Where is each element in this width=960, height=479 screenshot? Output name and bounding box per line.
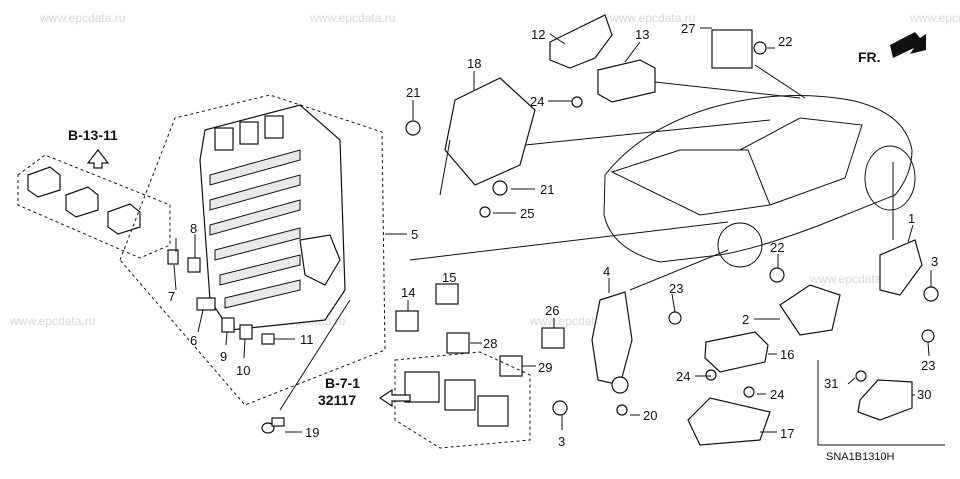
callout-2[interactable]: 2 bbox=[742, 312, 749, 327]
callout-22-upper[interactable]: 22 bbox=[778, 34, 792, 49]
callout-21-lower[interactable]: 21 bbox=[540, 182, 554, 197]
callout-1[interactable]: 1 bbox=[908, 211, 915, 226]
direction-label: FR. bbox=[858, 49, 881, 65]
watermark-text: www.epcdata.ru bbox=[9, 314, 95, 328]
callout-21-upper[interactable]: 21 bbox=[406, 85, 420, 100]
callout-6[interactable]: 6 bbox=[190, 333, 197, 348]
callout-8[interactable]: 8 bbox=[190, 221, 197, 236]
relay-set-upper: B-13-11 bbox=[17, 127, 171, 259]
bracket-12 bbox=[549, 14, 613, 69]
vehicle-body bbox=[409, 64, 916, 268]
reference-32117[interactable]: 32117 bbox=[318, 392, 356, 408]
callout-9[interactable]: 9 bbox=[220, 349, 227, 364]
watermark-text: www.epcdata.ru bbox=[909, 11, 960, 25]
callout-31[interactable]: 31 bbox=[824, 376, 838, 391]
watermark-text: www.epcdata.ru bbox=[309, 11, 395, 25]
watermark-text: www.epcdata.ru bbox=[809, 272, 895, 286]
callout-27[interactable]: 27 bbox=[681, 21, 695, 36]
watermark-text: www.epcdata.ru bbox=[39, 11, 125, 25]
callout-11[interactable]: 11 bbox=[300, 332, 314, 347]
sensor-1 bbox=[879, 162, 923, 296]
fasteners-lower bbox=[552, 267, 785, 416]
callout-15[interactable]: 15 bbox=[442, 270, 456, 285]
relays bbox=[395, 283, 565, 377]
unit-16 bbox=[704, 331, 769, 373]
fuse-relay-box bbox=[119, 94, 407, 434]
callout-3-right[interactable]: 3 bbox=[931, 254, 938, 269]
callout-25[interactable]: 25 bbox=[520, 206, 534, 221]
callout-18[interactable]: 18 bbox=[467, 56, 481, 71]
callout-4[interactable]: 4 bbox=[603, 264, 610, 279]
callout-19[interactable]: 19 bbox=[305, 425, 319, 440]
callout-30[interactable]: 30 bbox=[917, 387, 931, 402]
callout-12[interactable]: 12 bbox=[531, 27, 545, 42]
callout-20[interactable]: 20 bbox=[643, 408, 657, 423]
callout-10[interactable]: 10 bbox=[236, 363, 250, 378]
callout-3-lower[interactable]: 3 bbox=[558, 434, 565, 449]
inset-panel bbox=[817, 360, 945, 446]
callout-14[interactable]: 14 bbox=[401, 285, 415, 300]
callout-16[interactable]: 16 bbox=[780, 347, 794, 362]
callout-29[interactable]: 29 bbox=[538, 360, 552, 375]
callout-7[interactable]: 7 bbox=[168, 289, 175, 304]
bracket-17 bbox=[687, 397, 771, 446]
reference-b-7-1[interactable]: B-7-1 bbox=[325, 375, 360, 391]
callout-28[interactable]: 28 bbox=[483, 336, 497, 351]
callout-24-right[interactable]: 24 bbox=[770, 387, 784, 402]
front-direction-arrow: FR. bbox=[858, 32, 926, 65]
unit-27 bbox=[711, 29, 753, 69]
watermarks: www.epcdata.ru www.epcdata.ru www.epcdat… bbox=[9, 11, 960, 328]
control-unit-13 bbox=[597, 59, 656, 103]
callout-labels: 1 2 3 3 4 5 6 7 8 9 10 11 12 13 14 15 16… bbox=[168, 21, 938, 449]
watermark-text: www.epcdata.ru bbox=[609, 11, 695, 25]
callout-23-right[interactable]: 23 bbox=[921, 358, 935, 373]
leader-lines bbox=[173, 27, 932, 433]
callout-26[interactable]: 26 bbox=[545, 303, 559, 318]
bracket-2 bbox=[779, 284, 841, 336]
fasteners-top bbox=[405, 41, 767, 218]
callout-17[interactable]: 17 bbox=[780, 426, 794, 441]
sensor-assembly-4 bbox=[591, 249, 729, 394]
relay-set-lower: B-7-1 32117 bbox=[318, 351, 531, 449]
callout-24-top[interactable]: 24 bbox=[530, 94, 544, 109]
watermark-text: www.epcdata.ru bbox=[529, 314, 615, 328]
reference-b-13-11[interactable]: B-13-11 bbox=[68, 127, 118, 143]
callout-23-center[interactable]: 23 bbox=[669, 281, 683, 296]
callout-5[interactable]: 5 bbox=[411, 227, 418, 242]
callout-24-left[interactable]: 24 bbox=[676, 369, 690, 384]
callout-13[interactable]: 13 bbox=[635, 27, 649, 42]
callout-22-lower[interactable]: 22 bbox=[770, 240, 784, 255]
unit-18 bbox=[439, 77, 536, 196]
diagram-code: SNA1B1310H bbox=[826, 451, 895, 463]
small-connectors bbox=[167, 249, 275, 345]
